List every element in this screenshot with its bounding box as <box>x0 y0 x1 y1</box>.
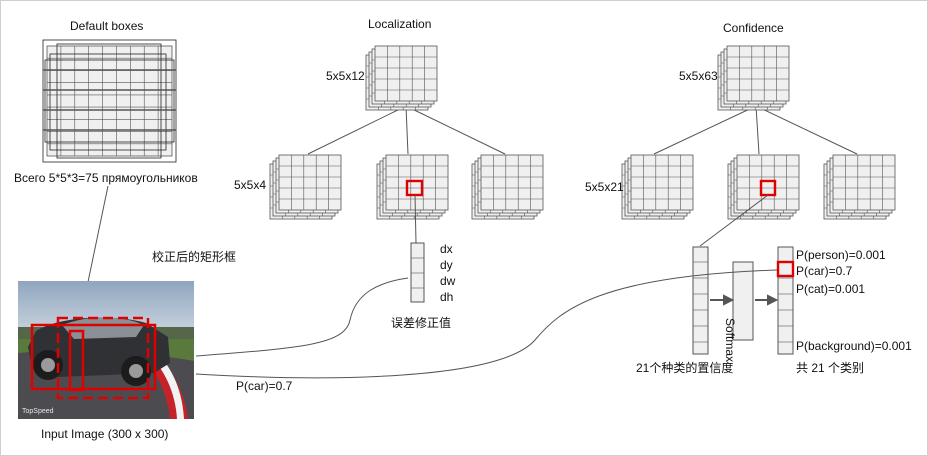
prob-background: P(background)=0.001 <box>796 339 912 353</box>
arrow-to-softmax <box>710 294 735 306</box>
prob-car: P(car)=0.7 <box>796 264 853 278</box>
loc-branch-left-layer <box>278 154 342 211</box>
offset-dx: dx <box>440 242 453 256</box>
corrected-box-label: 校正后的矩形框 <box>152 250 237 264</box>
conf-top-stack-layer <box>726 45 790 102</box>
prob-highlight-cell <box>776 260 795 278</box>
default-box <box>44 59 175 143</box>
loc-branch-right-layer <box>480 154 544 211</box>
localization-title: Localization <box>368 17 432 31</box>
class-curve <box>195 269 778 379</box>
car-photo: TopSpeed <box>18 281 194 419</box>
conf-tree-line <box>653 105 757 155</box>
loc-top-stack-layer <box>374 45 438 102</box>
default-boxes-grid <box>46 45 173 157</box>
probability-vector <box>777 246 794 355</box>
loc-highlight-cell <box>405 179 424 197</box>
default-box <box>56 43 162 159</box>
offset-curve <box>195 277 409 357</box>
localization-top-shape: 5x5x12 <box>326 69 365 83</box>
photo-watermark: TopSpeed <box>22 408 54 415</box>
conf-branch-mid-layer <box>736 154 800 211</box>
conf-branch-right-layer <box>832 154 896 211</box>
loc-tree-line <box>405 105 409 155</box>
offset-dy: dy <box>440 258 453 272</box>
confidence-title: Confidence <box>723 21 784 35</box>
conf-branch-left-layer <box>630 154 694 211</box>
default-boxes-caption: Всего 5*5*3=75 прямоугольников <box>14 171 198 185</box>
conf-tree-line <box>755 105 858 155</box>
prob-person: P(person)=0.001 <box>796 248 886 262</box>
conf-drop-line <box>699 194 769 247</box>
offset-dh: dh <box>440 290 454 304</box>
curve-label: P(car)=0.7 <box>236 379 293 393</box>
confidence-branch-shape: 5x5x21 <box>585 180 624 194</box>
offset-dw: dw <box>440 274 456 288</box>
default-boxes-title: Default boxes <box>70 19 144 33</box>
loc-drop-line <box>414 194 417 244</box>
conf-tree-line <box>755 105 760 155</box>
localization-branch-shape: 5x5x4 <box>234 178 267 192</box>
offset-vector <box>410 242 425 303</box>
vector-caption: 21个种类的置信度 <box>636 361 734 375</box>
loc-tree-line <box>405 105 506 155</box>
confidence-vector <box>692 246 709 355</box>
loc-branch-mid-layer <box>385 154 449 211</box>
softmax-box <box>732 261 754 341</box>
prob-cat: P(cat)=0.001 <box>796 282 866 296</box>
input-image: TopSpeed <box>18 281 194 419</box>
input-image-caption: Input Image (300 x 300) <box>41 427 169 441</box>
default-box <box>42 39 177 163</box>
softmax-label: Softmax <box>723 318 737 363</box>
default-box <box>49 53 167 151</box>
loc-tree-line <box>307 105 407 155</box>
offsets-caption: 误差修正值 <box>391 316 452 330</box>
confidence-top-shape: 5x5x63 <box>679 69 718 83</box>
classes-caption: 共 21 个类别 <box>796 361 865 375</box>
arrow-to-probs <box>755 294 779 306</box>
